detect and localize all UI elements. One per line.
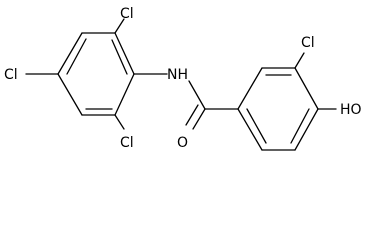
chlorine-bottom-label: Cl bbox=[120, 135, 134, 151]
chemical-structure: Cl Cl NH Cl O Cl HO bbox=[4, 6, 362, 151]
carbonyl-oxygen-label: O bbox=[177, 135, 188, 151]
atom-labels: Cl Cl NH Cl O Cl HO bbox=[4, 6, 362, 151]
amide-nh-label: NH bbox=[167, 67, 188, 83]
chlorine-top-label: Cl bbox=[120, 6, 134, 22]
bond-lines bbox=[25, 18, 337, 151]
hydroxyl-label: HO bbox=[340, 102, 362, 118]
chlorine-right-label: Cl bbox=[301, 35, 315, 51]
chlorine-left-label: Cl bbox=[4, 67, 18, 83]
